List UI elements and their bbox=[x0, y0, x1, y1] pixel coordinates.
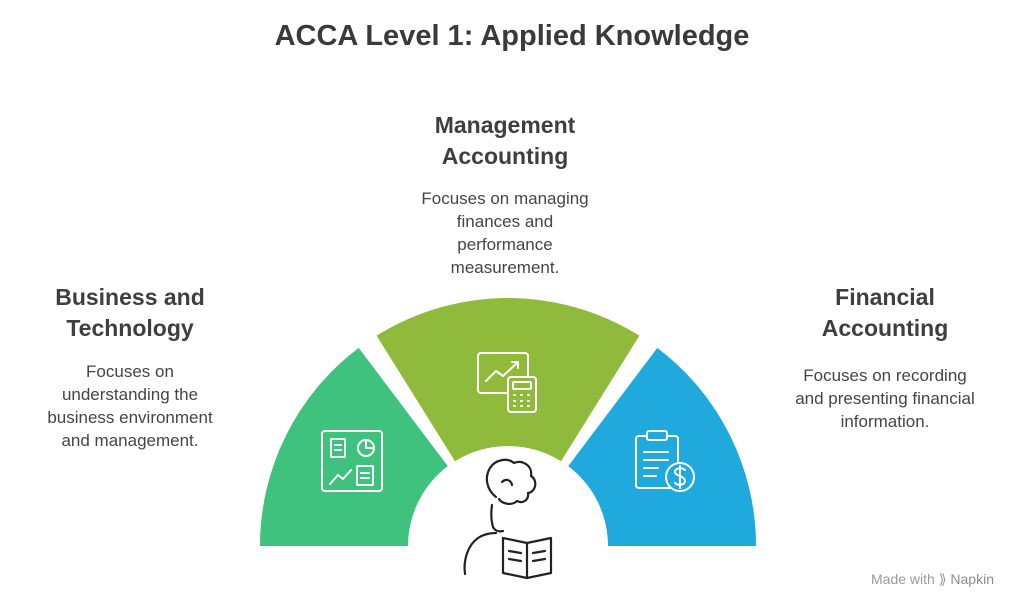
financial-accounting-segment bbox=[568, 347, 756, 546]
student-reading-icon bbox=[463, 458, 553, 580]
heading-line: Management bbox=[434, 112, 576, 138]
clipboard-dollar-icon bbox=[635, 430, 695, 492]
chart-calculator-icon bbox=[477, 352, 537, 413]
management-accounting-description: Focuses on managing finances and perform… bbox=[395, 187, 615, 279]
page-title: ACCA Level 1: Applied Knowledge bbox=[274, 20, 750, 52]
heading-line: Business and bbox=[55, 284, 205, 310]
description-line: Focuses on managing bbox=[421, 189, 589, 208]
credit-prefix: Made with bbox=[871, 571, 935, 587]
heading-line: Financial bbox=[835, 284, 935, 310]
heading-line: Accounting bbox=[441, 143, 569, 169]
business-technology-description: Focuses on understanding the business en… bbox=[20, 360, 240, 452]
description-line: performance bbox=[457, 235, 553, 254]
description-line: Focuses on bbox=[86, 362, 174, 381]
business-technology-segment bbox=[260, 347, 448, 546]
description-line: measurement. bbox=[450, 258, 560, 277]
description-line: information. bbox=[840, 412, 930, 431]
description-line: and presenting financial bbox=[795, 389, 975, 408]
description-line: Focuses on recording bbox=[803, 366, 967, 385]
heading-line: Technology bbox=[66, 315, 194, 341]
description-line: finances and bbox=[456, 212, 554, 231]
financial-accounting-heading: Financial Accounting bbox=[780, 282, 990, 344]
description-line: and management. bbox=[61, 431, 199, 450]
heading-line: Accounting bbox=[821, 315, 949, 341]
management-accounting-heading: Management Accounting bbox=[400, 110, 610, 172]
description-line: business environment bbox=[47, 408, 213, 427]
credit-brand: Napkin bbox=[950, 571, 994, 587]
business-dashboard-icon bbox=[321, 430, 383, 492]
credit-label: Made with ⟫ Napkin bbox=[871, 571, 994, 588]
business-technology-heading: Business and Technology bbox=[30, 282, 230, 344]
description-line: understanding the bbox=[61, 385, 199, 404]
financial-accounting-description: Focuses on recording and presenting fina… bbox=[770, 364, 1000, 433]
napkin-logo-icon: ⟫ bbox=[938, 571, 947, 587]
